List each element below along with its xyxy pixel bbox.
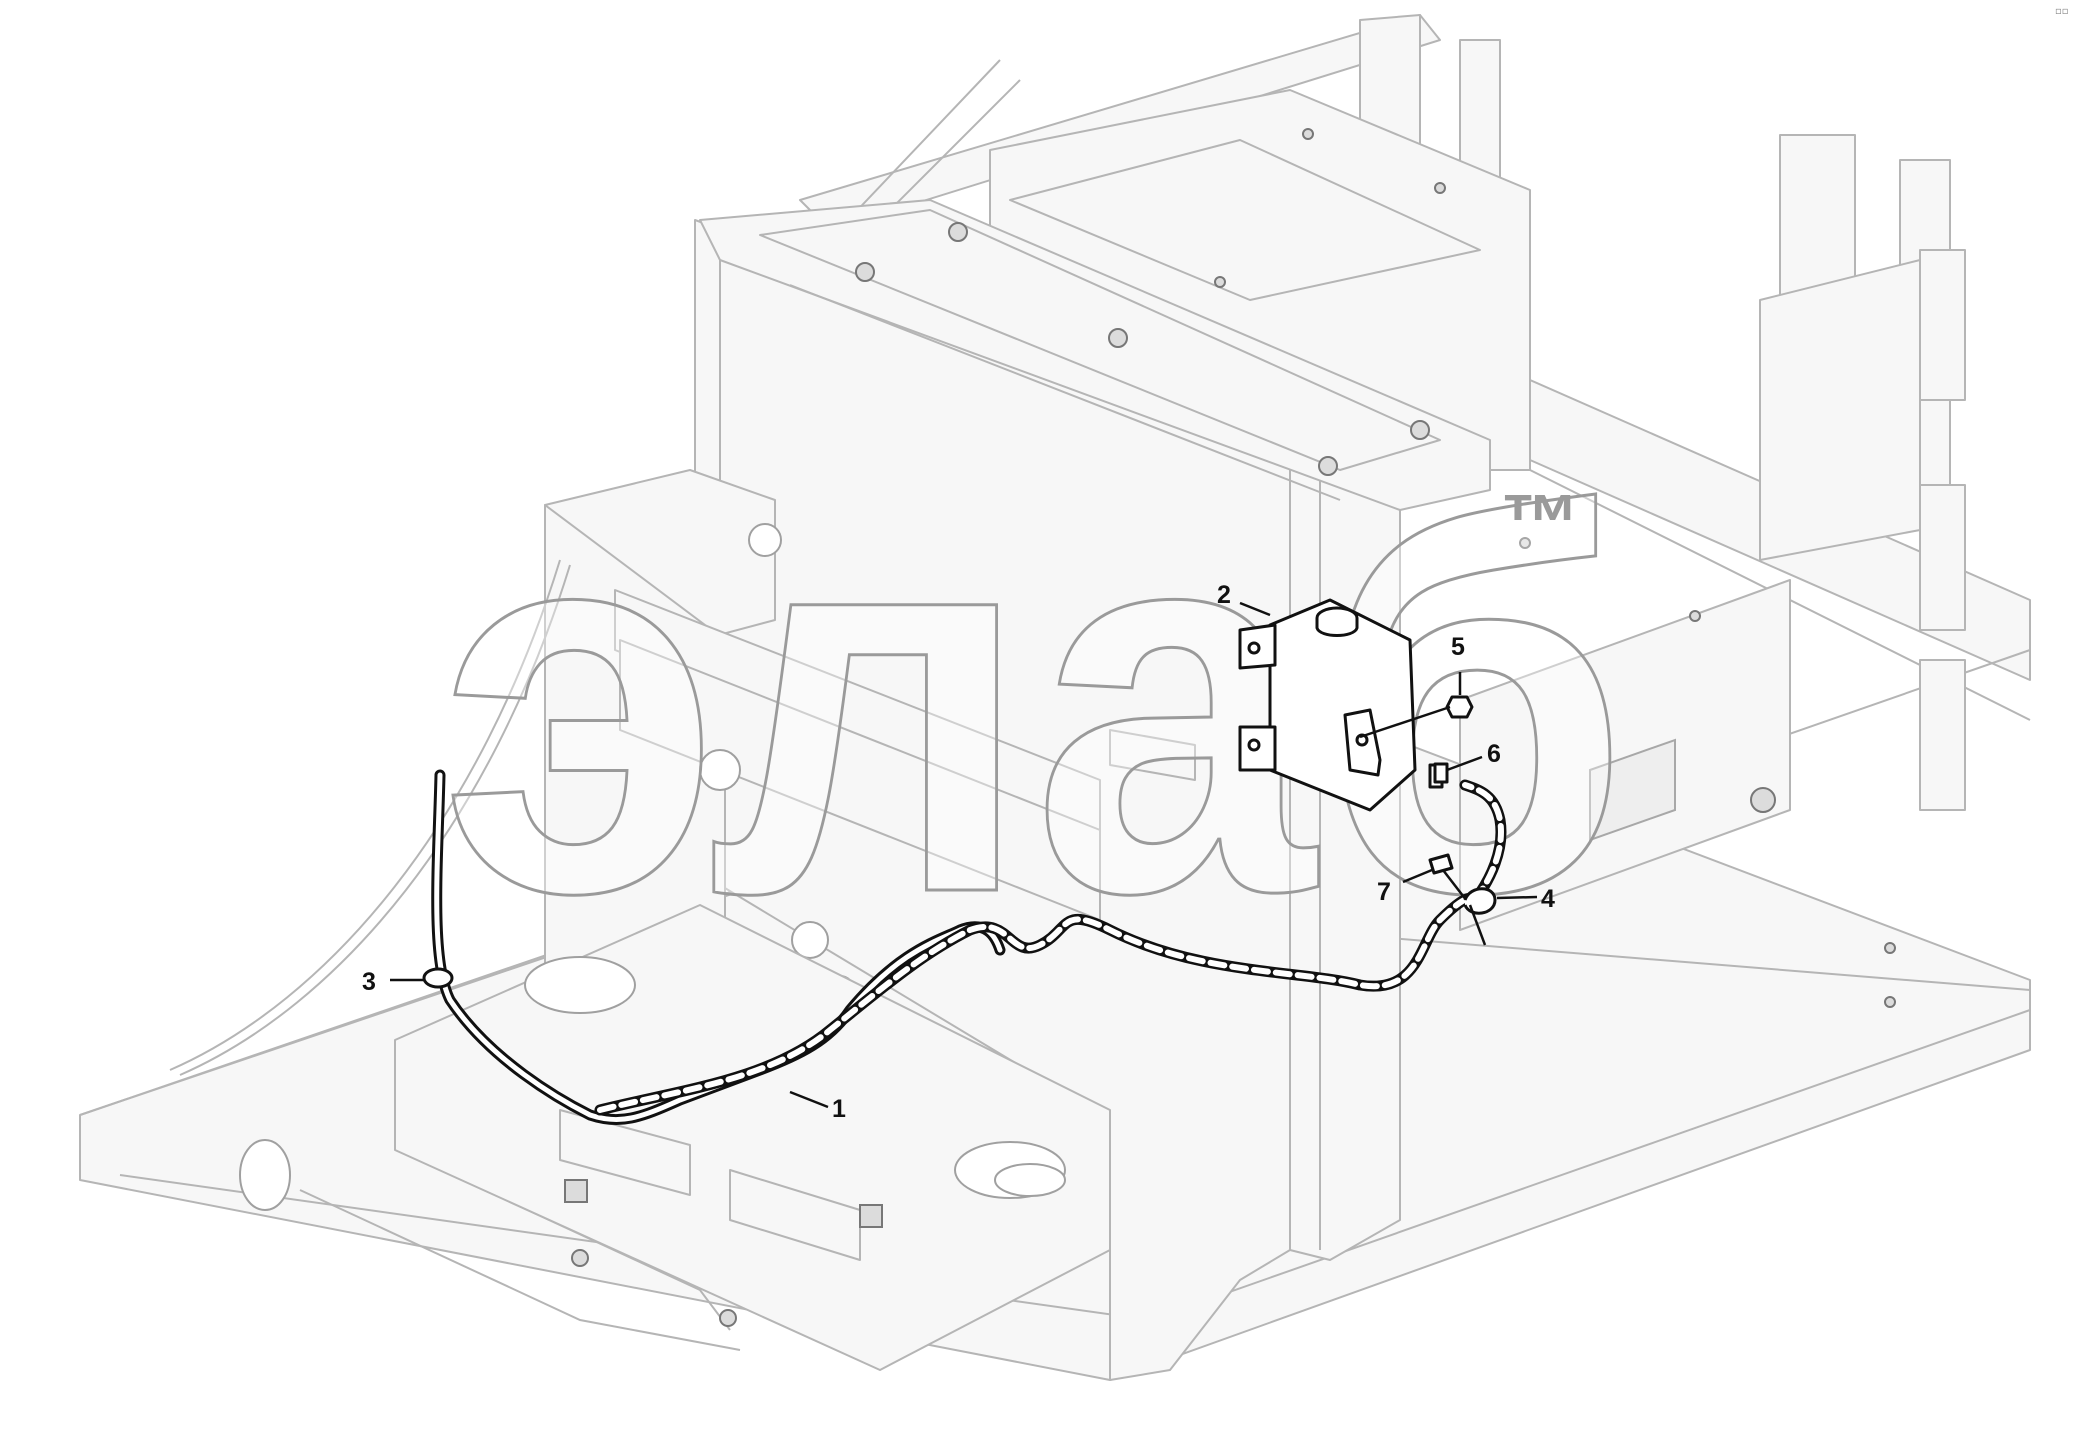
callout-6: 6 [1487, 740, 1501, 768]
callout-3: 3 [362, 968, 376, 996]
callout-5: 5 [1451, 633, 1465, 661]
callout-4: 4 [1541, 885, 1555, 913]
clamp-4 [1463, 887, 1497, 915]
callouts: 1 2 3 4 5 6 7 [362, 581, 1555, 1123]
washer-reservoir [1238, 598, 1444, 812]
callout-1: 1 [832, 1095, 846, 1123]
machine-frame [79, 14, 2031, 1381]
callout-7: 7 [1377, 878, 1391, 906]
fitting-6 [1433, 762, 1449, 784]
callout-2: 2 [1217, 581, 1231, 609]
corner-mark: ▫▫ [2055, 6, 2069, 17]
watermark-trademark: ™ [1500, 478, 1580, 567]
grommet-3 [422, 967, 454, 989]
bolt-5 [1445, 695, 1474, 719]
watermark: элаб ™ [439, 401, 1632, 1007]
watermark-text: элаб [440, 402, 1630, 1005]
screw-7 [1428, 853, 1454, 875]
